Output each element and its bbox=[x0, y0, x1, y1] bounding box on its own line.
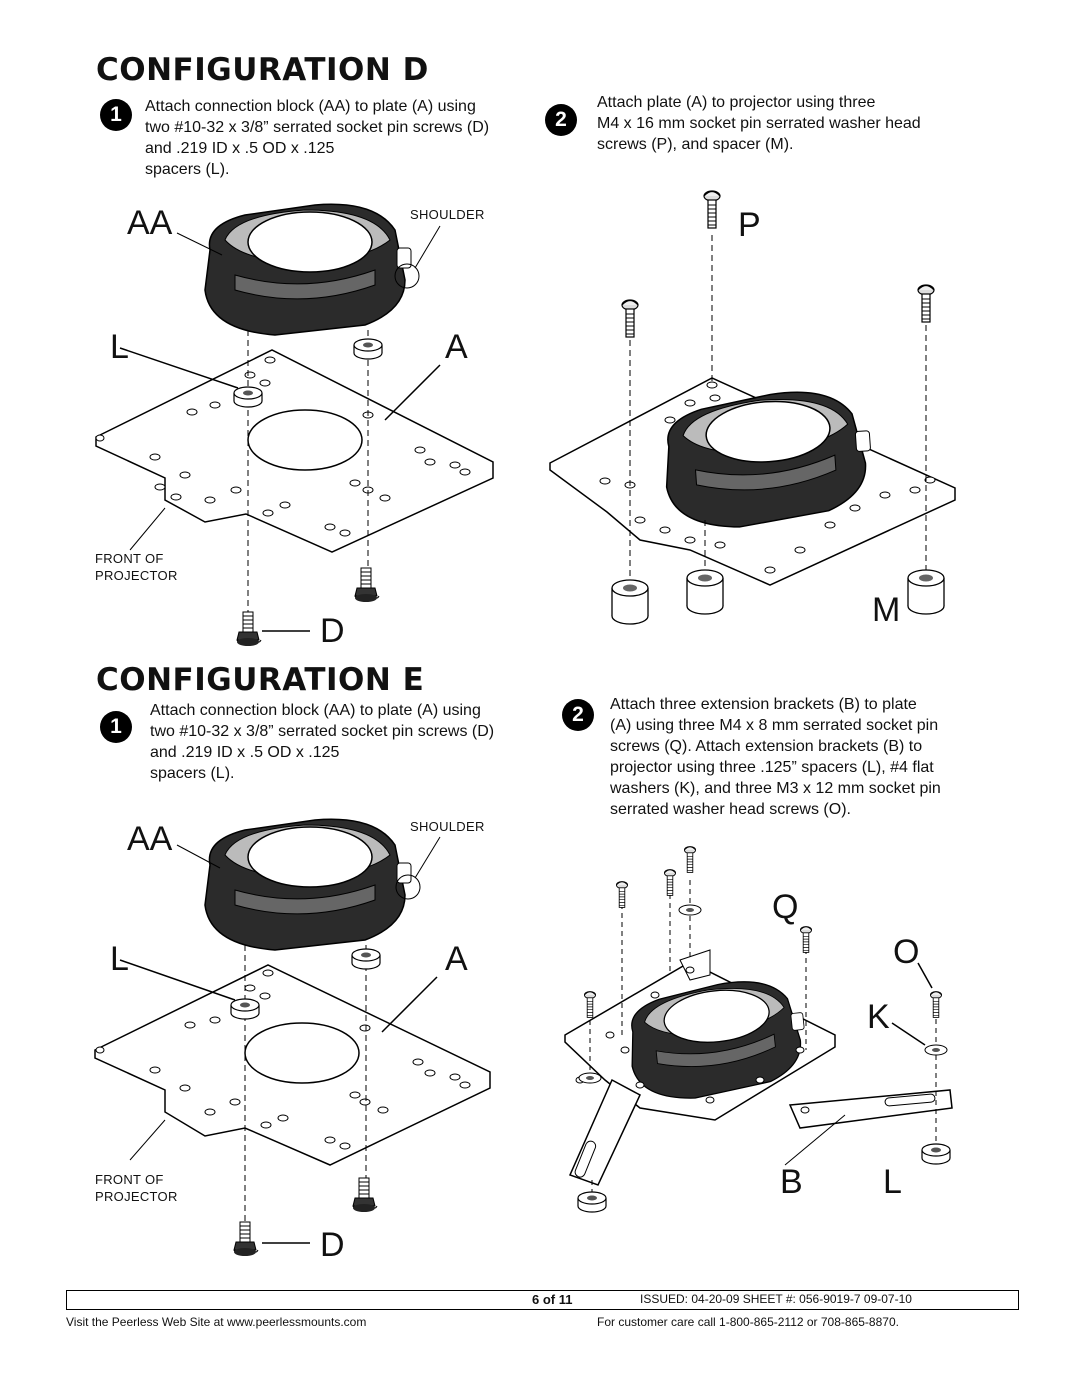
config-d-step2-line: M4 x 16 mm socket pin serrated washer he… bbox=[597, 115, 921, 132]
label-aa: AA bbox=[127, 204, 173, 242]
website-text[interactable]: Visit the Peerless Web Site at www.peerl… bbox=[66, 1315, 367, 1329]
label-front-line: FRONT OF bbox=[95, 551, 164, 566]
config-e-step1-line: and .219 ID x .5 OD x .125 bbox=[150, 744, 340, 761]
label-l: L bbox=[110, 940, 129, 978]
config-e-step1-number: 1 bbox=[100, 711, 132, 743]
footer-box bbox=[66, 1290, 1019, 1310]
config-e-step1-line: Attach connection block (AA) to plate (A… bbox=[150, 702, 481, 719]
page-number: 6 of 11 bbox=[532, 1292, 573, 1307]
config-e-step2-line: screws (Q). Attach extension brackets (B… bbox=[610, 738, 923, 755]
label-d: D bbox=[320, 612, 345, 650]
label-front-line: PROJECTOR bbox=[95, 568, 178, 583]
config-d-step2-illustration bbox=[549, 190, 956, 625]
config-d-step2-line: screws (P), and spacer (M). bbox=[597, 136, 794, 153]
config-e-step2-illustration bbox=[564, 846, 953, 1213]
label-m: M bbox=[872, 591, 901, 629]
config-d-step1-illustration bbox=[95, 203, 494, 647]
label-shoulder: SHOULDER bbox=[410, 207, 485, 222]
config-e-step2-text: Attach three extension brackets (B) to p… bbox=[610, 694, 941, 820]
config-e-step2-line: Attach three extension brackets (B) to p… bbox=[610, 696, 917, 713]
label-o: O bbox=[893, 933, 920, 971]
label-l: L bbox=[110, 328, 129, 366]
label-front-line: FRONT OF bbox=[95, 1172, 164, 1187]
config-d-step1-number: 1 bbox=[100, 99, 132, 131]
config-d-step2-line: Attach plate (A) to projector using thre… bbox=[597, 94, 876, 111]
config-e-step1-line: two #10-32 x 3/8” serrated socket pin sc… bbox=[150, 723, 495, 740]
label-k: K bbox=[867, 998, 890, 1036]
label-l-spacer: L bbox=[883, 1163, 902, 1201]
config-e-title: CONFIGURATION E bbox=[96, 662, 425, 698]
config-e-step1-illustration bbox=[94, 818, 491, 1257]
label-shoulder: SHOULDER bbox=[410, 819, 485, 834]
label-aa: AA bbox=[127, 820, 173, 858]
config-d-step1-line: spacers (L). bbox=[145, 161, 230, 178]
label-a: A bbox=[445, 328, 468, 366]
label-front-of-projector: FRONT OF PROJECTOR bbox=[95, 1171, 178, 1205]
config-e-step2-line: washers (K), and three M3 x 12 mm socket… bbox=[610, 780, 941, 797]
config-e-step2-line: projector using three .125” spacers (L),… bbox=[610, 759, 934, 776]
config-e-step2-number: 2 bbox=[562, 699, 594, 731]
config-e-step1-line: spacers (L). bbox=[150, 765, 235, 782]
label-front-line: PROJECTOR bbox=[95, 1189, 178, 1204]
label-b: B bbox=[780, 1163, 803, 1201]
label-front-of-projector: FRONT OF PROJECTOR bbox=[95, 550, 178, 584]
label-q: Q bbox=[772, 888, 799, 926]
issued-sheet-info: ISSUED: 04-20-09 SHEET #: 056-9019-7 09-… bbox=[640, 1292, 912, 1306]
config-d-step2-number: 2 bbox=[545, 104, 577, 136]
config-d-step1-text: Attach connection block (AA) to plate (A… bbox=[145, 96, 489, 180]
config-d-step2-text: Attach plate (A) to projector using thre… bbox=[597, 92, 921, 155]
label-d: D bbox=[320, 1226, 345, 1264]
label-a: A bbox=[445, 940, 468, 978]
config-e-step2-line: (A) using three M4 x 8 mm serrated socke… bbox=[610, 717, 939, 734]
config-d-title: CONFIGURATION D bbox=[96, 52, 429, 88]
config-e-step2-line: serrated washer head screws (O). bbox=[610, 801, 851, 818]
label-p: P bbox=[738, 206, 761, 244]
config-e-step1-text: Attach connection block (AA) to plate (A… bbox=[150, 700, 494, 784]
config-d-step1-line: two #10-32 x 3/8” serrated socket pin sc… bbox=[145, 119, 490, 136]
config-d-step1-line: Attach connection block (AA) to plate (A… bbox=[145, 98, 476, 115]
customer-care-text: For customer care call 1-800-865-2112 or… bbox=[597, 1315, 899, 1329]
config-d-step1-line: and .219 ID x .5 OD x .125 bbox=[145, 140, 335, 157]
